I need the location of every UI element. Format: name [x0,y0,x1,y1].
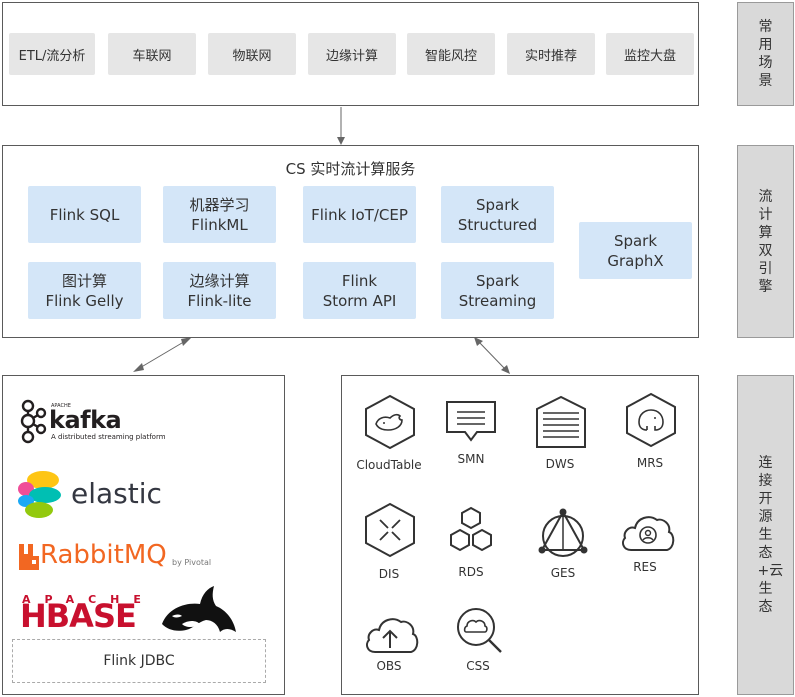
rabbitmq-logo: RabbitMQ by Pivotal [18,540,228,574]
block-flink-storm-api[interactable]: Flink Storm API [303,262,416,319]
cs-service-title: CS 实时流计算服务 [285,160,416,178]
elastic-logo: elastic [17,470,177,520]
scenario-recommendation[interactable]: 实时推荐 [507,33,595,75]
side-label-ecosystem-box: 连接开源生态+云生态 [737,375,794,695]
kafka-logo: APACHE kafka A distributed streaming pla… [18,398,188,444]
side-label-scenarios: 常用场景 [758,19,773,89]
ges-label: GES [550,566,576,580]
mrs-icon[interactable] [625,392,677,448]
scenario-connected-car[interactable]: 车联网 [108,33,196,75]
flink-jdbc-box[interactable]: Flink JDBC [12,639,266,683]
rabbitmq-name: RabbitMQ [40,540,167,570]
block-spark-structured[interactable]: Spark Structured [441,186,554,243]
obs-icon[interactable] [363,612,419,656]
block-flinkml[interactable]: 机器学习 FlinkML [163,186,276,243]
kafka-name: kafka [49,406,122,434]
smn-icon[interactable] [445,400,497,446]
rds-icon[interactable] [445,506,497,560]
smn-label: SMN [457,452,485,466]
elastic-name: elastic [71,477,162,510]
scenario-risk-control[interactable]: 智能风控 [407,33,495,75]
block-flink-lite[interactable]: 边缘计算 Flink-lite [163,262,276,319]
scenario-edge-computing[interactable]: 边缘计算 [308,33,396,75]
kafka-tagline: A distributed streaming platform [51,433,166,441]
scenario-monitoring[interactable]: 监控大盘 [606,33,694,75]
rds-label: RDS [458,565,484,579]
css-icon[interactable] [454,605,504,655]
block-spark-graphx[interactable]: Spark GraphX [579,222,692,279]
hbase-name: HBASE [20,597,137,635]
res-label: RES [633,560,657,574]
scenario-etl[interactable]: ETL/流分析 [9,33,95,75]
rabbit-icon [19,544,39,570]
dis-icon[interactable] [364,502,416,558]
ges-icon[interactable] [536,506,590,560]
mrs-label: MRS [636,456,664,470]
hbase-apache: APACHE [22,593,155,606]
side-label-engine-box: 流计算 双引擎 [737,145,794,338]
kafka-icon [20,399,47,444]
side-label-ecosystem: 连接开源生态+云生态 [757,455,784,615]
dws-icon[interactable] [535,395,587,449]
flink-jdbc-label: Flink JDBC [103,653,175,669]
dws-label: DWS [545,457,575,471]
css-label: CSS [466,659,490,673]
block-flink-gelly[interactable]: 图计算 Flink Gelly [28,262,141,319]
res-icon[interactable] [619,510,677,554]
dis-label: DIS [378,567,400,581]
block-spark-streaming[interactable]: Spark Streaming [441,262,554,319]
orca-icon [162,586,236,632]
kafka-apache: APACHE [51,403,71,409]
block-flink-sql[interactable]: Flink SQL [28,186,141,243]
cloudtable-label: CloudTable [356,458,422,472]
elastic-icon [18,471,61,518]
cloudtable-icon[interactable] [364,394,416,450]
rabbitmq-by: by Pivotal [172,558,212,567]
opensource-panel [2,375,285,695]
obs-label: OBS [376,659,402,673]
scenario-iot[interactable]: 物联网 [208,33,296,75]
side-label-scenarios-box: 常用场景 [737,2,794,106]
block-flink-iot-cep[interactable]: Flink IoT/CEP [303,186,416,243]
side-label-engine: 流计算 双引擎 [758,188,773,295]
hbase-logo: APACHE HBASE [20,584,236,640]
